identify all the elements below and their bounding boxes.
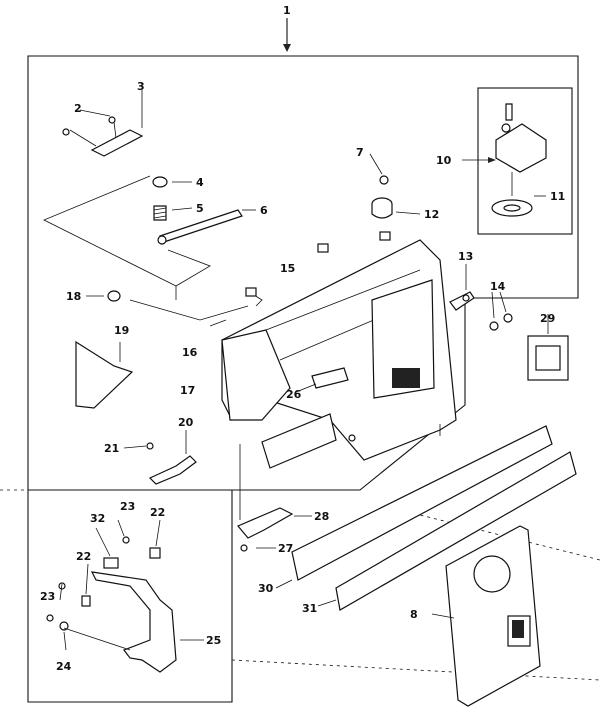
callout-4: 4 — [196, 176, 204, 189]
knob-parts — [369, 153, 421, 219]
callout-6: 6 — [260, 204, 268, 217]
bracket-assembly — [62, 90, 144, 157]
callout-23b: 23 — [40, 590, 55, 603]
thread-tension-parts — [152, 176, 256, 245]
callout-31: 31 — [302, 602, 317, 615]
callout-17: 17 — [180, 384, 195, 397]
lower-left-inset-parts — [46, 519, 204, 673]
part-20-21 — [123, 430, 197, 485]
callout-19: 19 — [114, 324, 129, 337]
callout-12: 12 — [424, 208, 439, 221]
callout-29: 29 — [540, 312, 555, 325]
callout-16: 16 — [182, 346, 198, 359]
callout-30: 30 — [258, 582, 274, 595]
callout-24: 24 — [56, 660, 72, 673]
callout-22b: 22 — [76, 550, 91, 563]
callout-2: 2 — [74, 102, 82, 115]
callout-15: 15 — [280, 262, 295, 275]
callout-32: 32 — [90, 512, 105, 525]
callout-20: 20 — [178, 416, 194, 429]
part-18 — [107, 290, 121, 302]
callout-26: 26 — [286, 388, 302, 401]
callout-5: 5 — [196, 202, 204, 215]
part-29 — [527, 314, 569, 381]
callout-14: 14 — [490, 280, 506, 293]
front-panels — [275, 425, 577, 611]
callout-18: 18 — [66, 290, 81, 303]
callout-8: 8 — [410, 608, 418, 621]
part-19 — [75, 340, 134, 409]
callout-13: 13 — [458, 250, 473, 263]
callout-28: 28 — [314, 510, 329, 523]
callout-27: 27 — [278, 542, 293, 555]
part-27-28 — [237, 444, 312, 552]
machine-body — [221, 231, 457, 469]
callout-23a: 23 — [120, 500, 135, 513]
callout-11: 11 — [550, 190, 565, 203]
callout-21: 21 — [104, 442, 119, 455]
callout-7: 7 — [356, 146, 364, 159]
bobbin-winder — [462, 103, 547, 217]
callout-3: 3 — [137, 80, 145, 93]
callout-10: 10 — [436, 154, 452, 167]
bracket-13-14 — [449, 264, 513, 331]
callout-25: 25 — [206, 634, 221, 647]
callout-1: 1 — [283, 4, 291, 17]
face-plate — [431, 525, 541, 707]
inset-box-bobbin — [477, 87, 573, 235]
assembly-boundary — [27, 55, 579, 703]
callout-22a: 22 — [150, 506, 165, 519]
